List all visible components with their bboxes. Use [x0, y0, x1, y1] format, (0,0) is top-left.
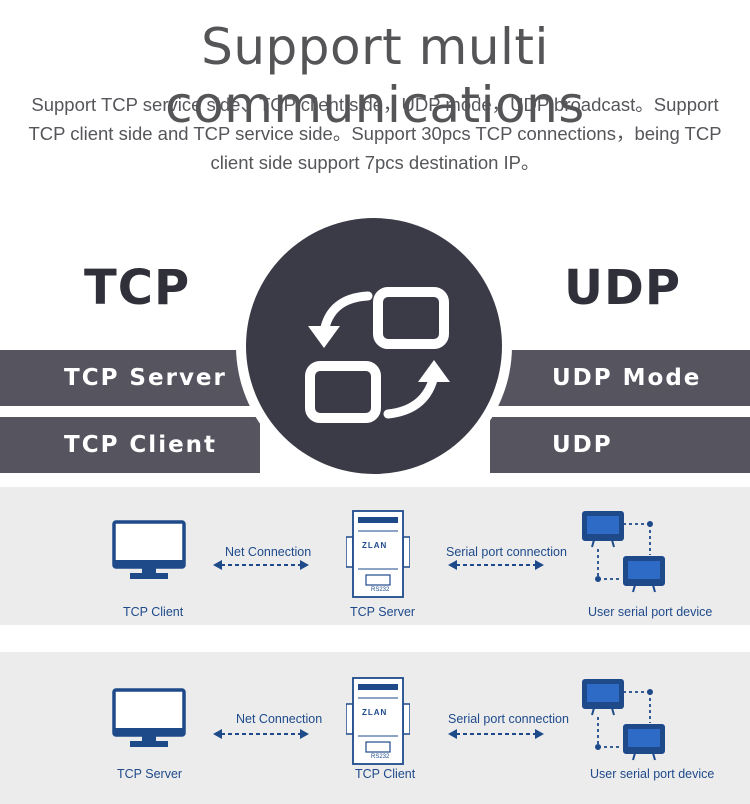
- udp-broadcast-band: UDP Broadcast: [490, 417, 750, 514]
- description-line: TCP client side and TCP service side。Sup…: [28, 123, 722, 144]
- left-device-label: TCP Client: [123, 605, 184, 619]
- tcp-heading: TCP: [84, 260, 191, 316]
- description-line: client side support 7pcs destination IP。: [210, 152, 540, 173]
- description-line: Support TCP service side、TCP client side…: [31, 94, 719, 115]
- double-arrow-icon: [213, 560, 309, 570]
- switch-arrows-icon: [305, 287, 450, 423]
- double-arrow-icon: [448, 729, 544, 739]
- right-device-label: User serial port device: [590, 767, 715, 781]
- device-brand-text: ZLAN: [362, 708, 388, 717]
- diagram-panel-1: TCP Client Net Connection ZLAN RS232 TCP…: [0, 487, 750, 625]
- tcp-server-band: TCP Server: [0, 350, 260, 406]
- page-title: Support multi communications: [165, 18, 585, 134]
- device-port-text: RS232: [371, 587, 390, 593]
- udp-mode-band: UDP Mode: [490, 350, 750, 406]
- tcp-client-band: TCP Client: [0, 417, 260, 473]
- user-serial-devices-icon: [582, 679, 665, 761]
- udp-mode-label: UDP Mode: [552, 365, 702, 391]
- serial-connection-label: Serial port connection: [448, 712, 569, 726]
- left-device-label: TCP Server: [117, 767, 183, 781]
- user-serial-devices-icon: [582, 511, 665, 593]
- device-port-text: RS232: [371, 754, 390, 760]
- serial-server-device-icon: [346, 677, 410, 765]
- description: Support TCP service side、TCP client side…: [18, 90, 732, 177]
- tcp-client-label: TCP Client: [64, 432, 218, 458]
- double-arrow-icon: [448, 560, 544, 570]
- device-brand-text: ZLAN: [362, 541, 388, 550]
- center-device-label: TCP Client: [355, 767, 416, 781]
- monitor-icon: [112, 520, 186, 579]
- tcp-server-label: TCP Server: [64, 365, 227, 391]
- double-arrow-icon: [213, 729, 309, 739]
- udp-heading: UDP: [564, 260, 681, 316]
- right-device-label: User serial port device: [588, 605, 713, 619]
- serial-server-device-icon: [346, 510, 410, 598]
- center-device-label: TCP Server: [350, 605, 416, 619]
- diagram-panel-2: TCP Server Net Connection ZLAN RS232 TCP…: [0, 652, 750, 804]
- net-connection-label: Net Connection: [236, 712, 323, 726]
- center-circle: [236, 208, 512, 484]
- serial-connection-label: Serial port connection: [446, 545, 567, 559]
- monitor-icon: [112, 688, 186, 747]
- net-connection-label: Net Connection: [225, 545, 312, 559]
